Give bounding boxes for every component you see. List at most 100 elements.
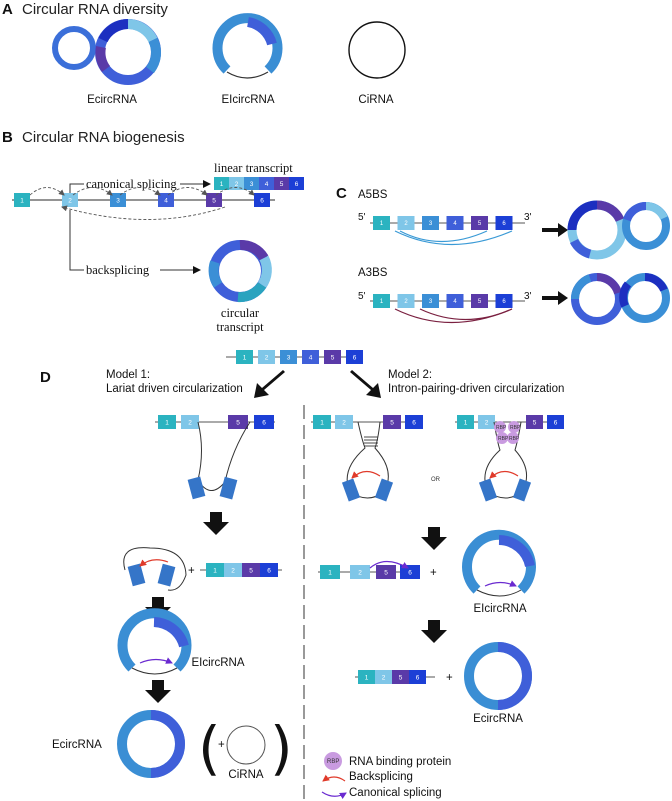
exon-1	[14, 193, 30, 207]
m2a-paired-introns	[341, 421, 394, 502]
model2-line2: Intron-pairing-driven circularization	[388, 383, 564, 395]
left-paren: (	[198, 714, 221, 782]
label-ecircrna-a: EcircRNA	[87, 94, 137, 106]
exon-5-label: 5	[399, 674, 403, 681]
panel-a-letter: A	[2, 1, 13, 18]
legend-backsplice-icon	[322, 774, 346, 782]
a5bs-5prime: 5'	[358, 212, 366, 223]
svg-text:RBP: RBP	[498, 436, 509, 442]
exon-5	[526, 415, 543, 429]
exon-1	[373, 216, 390, 230]
exon-2	[350, 565, 370, 579]
exon-5-label: 5	[280, 181, 284, 188]
exon-2	[229, 177, 244, 190]
exon-2	[224, 563, 242, 577]
exon-2	[181, 415, 199, 429]
exon-3	[244, 177, 259, 190]
exon-1-label: 1	[220, 181, 224, 188]
exon-6	[400, 565, 420, 579]
exon-6	[405, 415, 423, 429]
exon-6-label: 6	[502, 299, 506, 305]
m2b-rbp-complex: RBP RBP RBP RBP	[478, 421, 532, 502]
exon-2	[397, 294, 415, 308]
exon-5	[383, 415, 401, 429]
circular-label-2: transcript	[216, 320, 264, 334]
exon-1-label: 1	[328, 569, 332, 576]
m2-arrow-1	[421, 527, 447, 550]
a5bs-arrow	[542, 223, 568, 237]
panel-b-title: Circular RNA biogenesis	[22, 129, 185, 146]
ecirc-small-ring	[52, 26, 96, 70]
exon-1	[214, 177, 229, 190]
circular-transcript-ring	[208, 239, 272, 303]
exon-6	[254, 193, 270, 207]
exon-1	[373, 294, 390, 308]
exon-3-label: 3	[429, 221, 433, 227]
m1-ecirc-ring	[117, 710, 185, 778]
m1-lariat	[187, 421, 251, 500]
exon-1-label: 1	[380, 299, 384, 305]
exon-2-label: 2	[68, 197, 72, 204]
exon-2-label: 2	[342, 419, 346, 426]
exon-1-label: 1	[213, 567, 217, 574]
exon-3-label: 3	[287, 354, 291, 361]
m1-eicirc-ring	[117, 608, 192, 675]
model2-line1: Model 2:	[388, 369, 432, 381]
exon-6	[495, 216, 513, 230]
a5bs-arc	[394, 230, 513, 246]
exon-4	[446, 216, 464, 230]
exon-3	[422, 294, 439, 308]
exon-6-label: 6	[262, 419, 266, 426]
exon-1	[236, 350, 253, 364]
exon-5	[471, 294, 488, 308]
canonical-splicing-label: canonical splicing	[86, 177, 177, 191]
exon-4	[158, 193, 174, 207]
exon-5	[242, 563, 260, 577]
exon-5-label: 5	[212, 197, 216, 204]
exon-6	[289, 177, 304, 190]
exon-6	[346, 350, 363, 364]
legend-canonical-icon	[321, 791, 347, 800]
exon-5-label: 5	[236, 419, 240, 426]
exon-5-label: 5	[478, 221, 482, 227]
exon-6-label: 6	[416, 674, 420, 681]
exon-5-label: 5	[384, 569, 388, 576]
exon-2-label: 2	[231, 567, 235, 574]
exon-1-label: 1	[320, 419, 324, 426]
exon-5	[228, 415, 248, 429]
or-label: OR	[431, 477, 441, 483]
eicirc-ring	[212, 13, 283, 79]
exon-2-label: 2	[404, 299, 408, 305]
a5bs-label: A5BS	[358, 189, 388, 201]
exon-5	[392, 670, 409, 684]
exon-3-label: 3	[429, 299, 433, 305]
svg-text:RBP: RBP	[510, 425, 521, 431]
m1-eicirc-label: EIcircRNA	[191, 657, 244, 669]
exon-1	[158, 415, 176, 429]
exon-1-label: 1	[380, 221, 384, 227]
exon-6-label: 6	[353, 354, 357, 361]
svg-text:RBP: RBP	[496, 425, 507, 431]
exon-5	[376, 565, 396, 579]
model1-line1: Model 1:	[106, 369, 150, 381]
m1-plus-2: +	[218, 739, 225, 751]
exon-5	[274, 177, 289, 190]
legend-backsplice-label: Backsplicing	[349, 771, 413, 783]
exon-3-label: 3	[116, 197, 120, 204]
m2-eicirc-label: EIcircRNA	[473, 603, 526, 615]
backsplicing-label: backsplicing	[86, 263, 150, 277]
exon-3	[110, 193, 126, 207]
exon-1	[206, 563, 224, 577]
legend-canonical-label: Canonical splicing	[349, 787, 442, 799]
legend-rbp-label: RNA binding protein	[349, 756, 451, 768]
